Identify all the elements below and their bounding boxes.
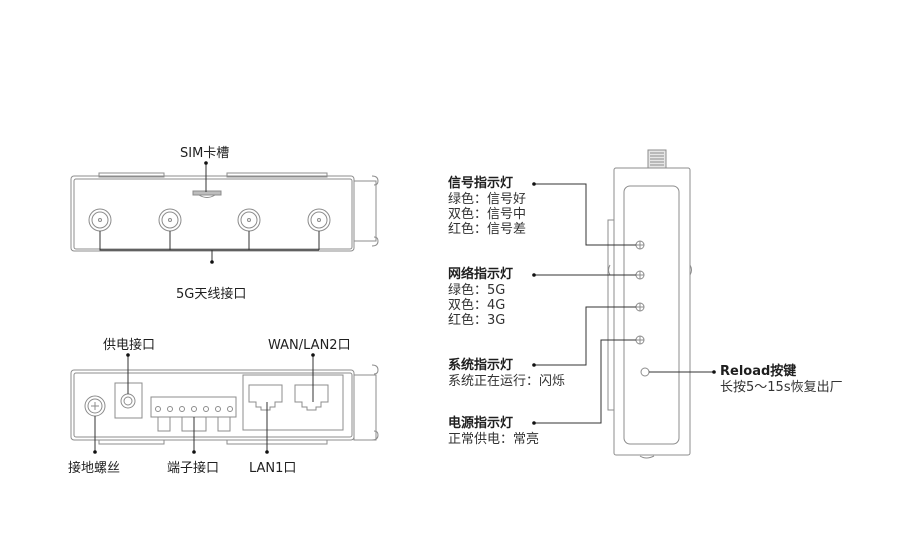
led-signal	[635, 240, 645, 250]
signal-indicator-title: 信号指示灯	[448, 176, 514, 191]
led-network	[635, 270, 645, 280]
system-indicator-title: 系统指示灯	[448, 358, 514, 373]
power-port-label: 供电接口	[103, 338, 156, 353]
led-power	[635, 335, 645, 345]
reload-button	[640, 367, 650, 377]
ground-screw	[84, 395, 106, 417]
reload-button-desc: 长按5～15s恢复出厂	[720, 380, 843, 395]
rear-panel-drawing	[70, 364, 379, 445]
antenna-connector-3	[237, 208, 261, 232]
front-panel-drawing	[70, 172, 379, 252]
network-indicator-line: 红色：3G	[448, 313, 506, 328]
network-indicator-line: 双色：4G	[448, 298, 506, 313]
antenna-connector-1	[88, 208, 112, 232]
signal-indicator-line: 红色：信号差	[448, 222, 527, 237]
lan1-label: LAN1口	[249, 461, 297, 476]
network-indicator-title: 网络指示灯	[448, 267, 514, 282]
antenna-connector-2	[158, 208, 182, 232]
signal-indicator-line: 双色：信号中	[448, 207, 527, 222]
leader-dots	[93, 161, 716, 454]
reload-button-title: Reload按键	[720, 364, 797, 379]
ground-screw-label: 接地螺丝	[68, 461, 121, 476]
system-indicator-line: 系统正在运行：闪烁	[448, 374, 566, 389]
signal-indicator-line: 绿色：信号好	[448, 192, 527, 207]
power-indicator-title: 电源指示灯	[448, 416, 514, 431]
terminal-label: 端子接口	[167, 461, 220, 476]
ethernet-ports	[242, 374, 344, 431]
wan-lan2-label: WAN/LAN2口	[268, 338, 351, 353]
side-panel-drawing	[607, 149, 692, 459]
leader-lines	[94, 163, 714, 452]
sim-slot-label: SIM卡槽	[180, 146, 230, 161]
network-indicator-line: 绿色：5G	[448, 283, 506, 298]
antenna-connector-4	[307, 208, 331, 232]
power-indicator-line: 正常供电：常亮	[448, 432, 540, 447]
antenna-label: 5G天线接口	[176, 287, 247, 302]
led-system	[635, 302, 645, 312]
